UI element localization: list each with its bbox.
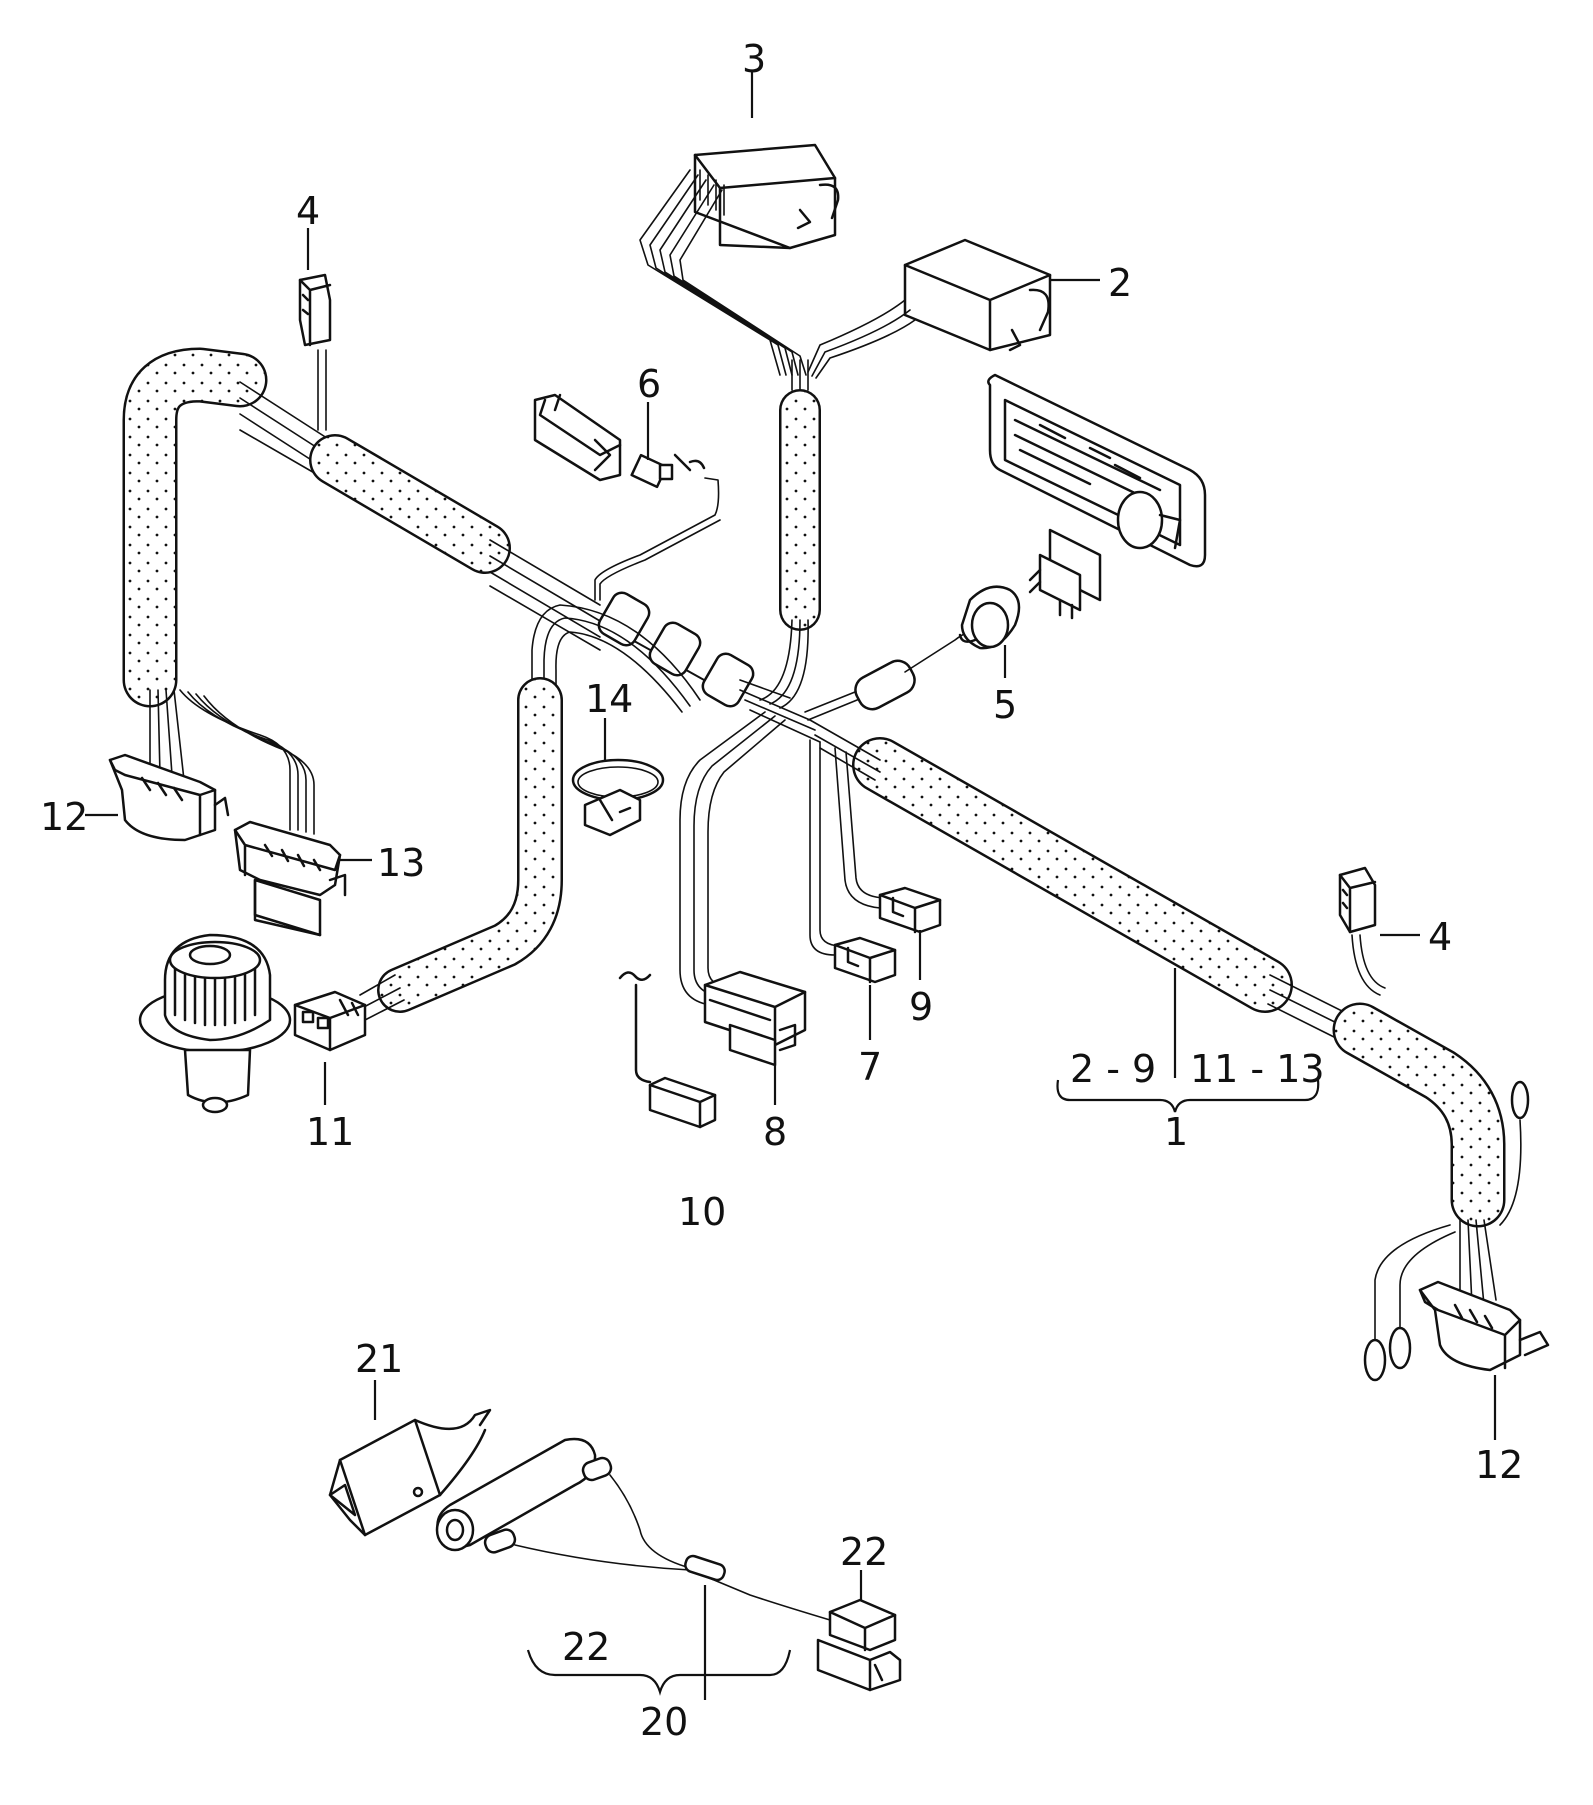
- connector-11: [293, 990, 367, 1052]
- connector-12-right: [1363, 1080, 1550, 1382]
- callout-7: 7: [858, 1045, 882, 1089]
- control-panel: [987, 373, 1207, 620]
- callout-11: 11: [306, 1110, 354, 1154]
- callout-4-right: 4: [1428, 915, 1452, 959]
- callout-21: 21: [355, 1337, 403, 1381]
- callout-12-left: 12: [40, 795, 88, 839]
- callout-range-2-9: 2 - 9: [1070, 1047, 1156, 1091]
- connector-13: [233, 820, 347, 937]
- callout-4-upper: 4: [296, 189, 320, 233]
- connector-2: [807, 238, 1052, 379]
- harness-sleeve-lower-left: [379, 679, 561, 1011]
- callout-range-11-13: 11 - 13: [1190, 1047, 1325, 1091]
- part-21-bracket: [328, 1408, 492, 1537]
- connector-10: [618, 971, 717, 1129]
- callout-2: 2: [1108, 261, 1132, 305]
- connector-9: [878, 886, 942, 934]
- callout-22-connector: 22: [840, 1530, 888, 1574]
- connector-4-right: [1338, 866, 1386, 996]
- main-harness: [122, 347, 1506, 1228]
- leader-lines: [85, 72, 1497, 1700]
- connector-6: [533, 393, 706, 489]
- harness-sleeve-lower-right: [854, 739, 1291, 1011]
- sleeve-to-5: [854, 659, 916, 711]
- callout-10: 10: [678, 1190, 726, 1234]
- callout-22-range: 22: [562, 1625, 610, 1669]
- callout-13: 13: [377, 841, 425, 885]
- blower-motor: [138, 933, 292, 1114]
- callout-8: 8: [763, 1110, 787, 1154]
- connector-7: [833, 936, 897, 984]
- callout-labels: 3 2 4 6 5 14 12 13 11 10 8 7 9 4 2 - 9 1…: [40, 37, 1523, 1744]
- connector-5: [958, 585, 1021, 650]
- callout-6: 6: [637, 362, 661, 406]
- connector-3: [639, 143, 840, 376]
- callout-9: 9: [909, 985, 933, 1029]
- part-20-sensor-cable: [435, 1437, 902, 1692]
- harness-sleeve-right-elbow: [1335, 1005, 1503, 1225]
- connector-12-left: [108, 689, 315, 842]
- connector-4-upper: [298, 273, 332, 347]
- callout-5: 5: [993, 683, 1017, 727]
- callout-1: 1: [1164, 1110, 1188, 1154]
- callout-14: 14: [585, 677, 633, 721]
- callout-12-right: 12: [1475, 1443, 1523, 1487]
- callout-3: 3: [742, 37, 766, 81]
- callout-20: 20: [640, 1700, 688, 1744]
- cable-tie-14: [571, 758, 665, 837]
- harness-sleeve-upper-left: [311, 436, 509, 572]
- connector-8: [703, 970, 807, 1067]
